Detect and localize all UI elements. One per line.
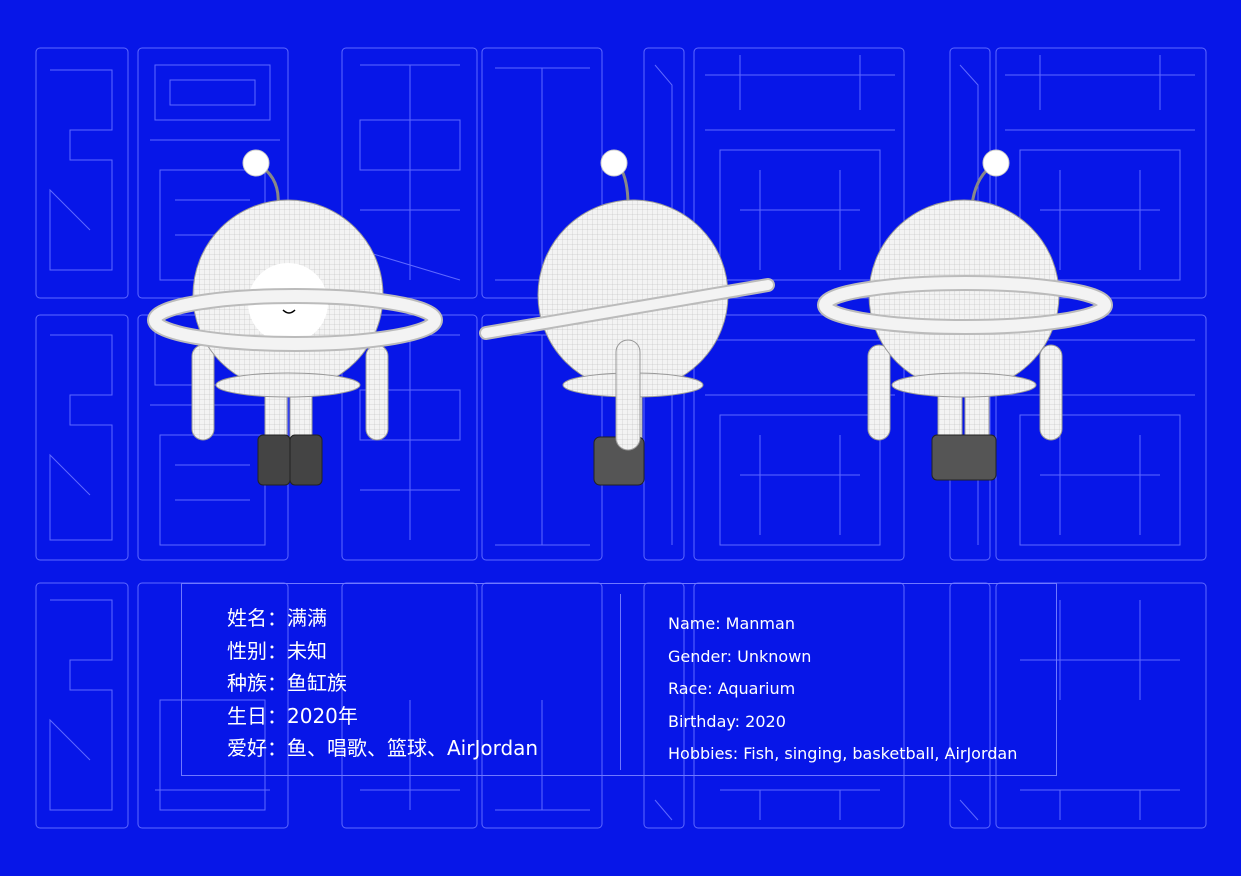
- en-gender-row: Gender: Unknown: [668, 646, 812, 666]
- cn-birthday-row: 生日：2020年: [227, 703, 358, 728]
- info-divider: [620, 594, 621, 770]
- right-shoe: [289, 434, 323, 486]
- info-en-list: Name: Manman Gender: Unknown Race: Aquar…: [668, 608, 1017, 771]
- character-front-view: [147, 149, 443, 486]
- left-shoe: [257, 434, 291, 486]
- en-name-row: Name: Manman: [668, 614, 795, 633]
- left-arm: [191, 344, 215, 441]
- antenna-ball: [242, 149, 270, 177]
- en-race-row: Race: Aquarium: [668, 679, 796, 698]
- character-side-view: [479, 149, 775, 486]
- en-birthday-row: Birthday: 2020: [668, 711, 786, 731]
- cn-name-row: 姓名：满满: [227, 606, 327, 630]
- right-arm: [365, 344, 389, 441]
- cn-hobbies-row: 爱好：鱼、唱歌、篮球、AirJordan: [227, 736, 539, 760]
- info-cn-list: 姓名：满满 性别：未知 种族：鱼缸族 生日：2020年 爱好：鱼、唱歌、篮球、A…: [227, 602, 538, 765]
- character-info-panel: 姓名：满满 性别：未知 种族：鱼缸族 生日：2020年 爱好：鱼、唱歌、篮球、A…: [181, 583, 1057, 776]
- character-back-view: [817, 149, 1113, 481]
- en-hobbies-row: Hobbies: Fish, singing, basketball, AirJ…: [668, 744, 1018, 763]
- cn-gender-row: 性别：未知: [227, 638, 327, 663]
- cn-race-row: 种族：鱼缸族: [227, 671, 347, 695]
